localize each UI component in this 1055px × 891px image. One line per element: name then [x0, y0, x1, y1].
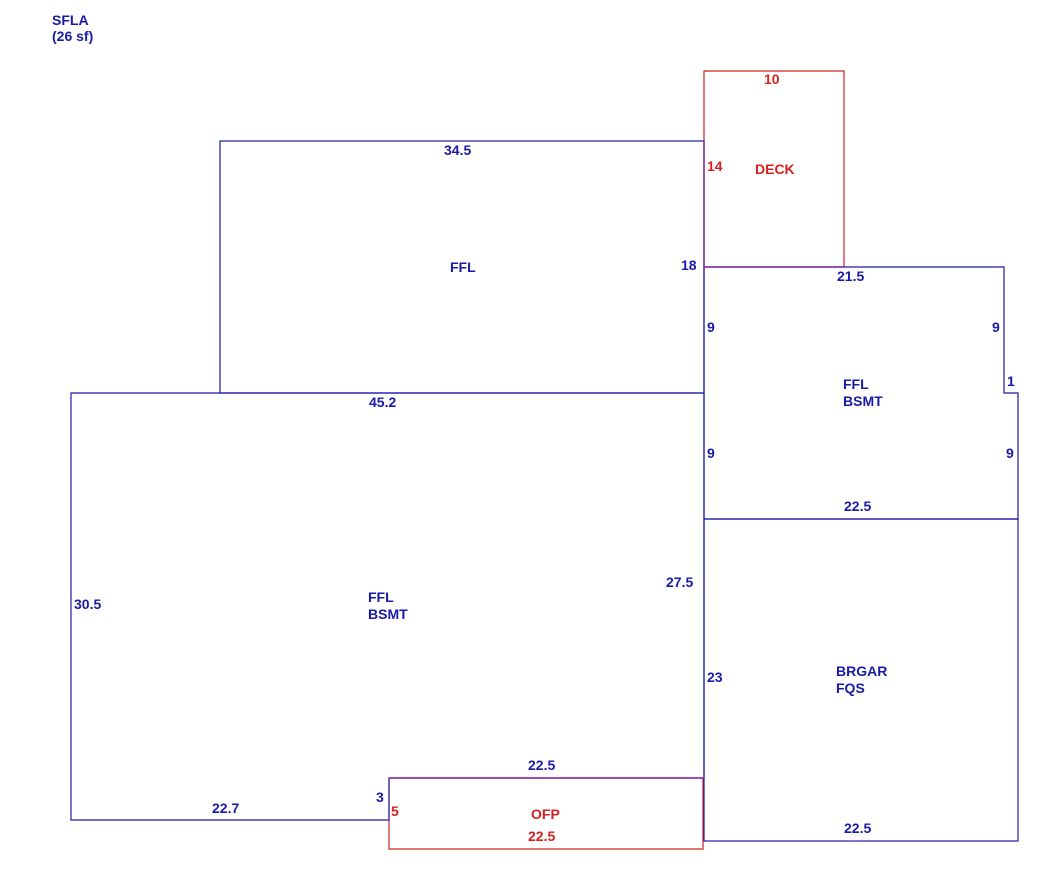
dim-right-right-lower: 9 [1006, 445, 1014, 461]
area-label-deck: DECK [755, 161, 795, 177]
sfla-title: SFLA [52, 12, 89, 28]
dim-right-notch: 1 [1007, 373, 1015, 389]
dim-main-right: 27.5 [666, 574, 694, 590]
dim-main-bottom-left: 22.7 [212, 800, 240, 816]
sfla-header: SFLA (26 sf) [52, 12, 93, 44]
area-label-brgar: BRGAR FQS [836, 663, 888, 696]
dim-main-left: 30.5 [74, 596, 102, 612]
dim-deck-left: 14 [707, 158, 723, 174]
brgar-outline [703, 518, 1019, 842]
dim-main-top: 45.2 [369, 394, 397, 410]
dim-ofp-bottom: 22.5 [528, 828, 556, 844]
area-label-ffl-upper: FFL [450, 259, 476, 275]
area-label-ofp: OFP [531, 806, 560, 822]
dim-garage-left: 23 [707, 669, 723, 685]
dim-right-left-lower: 9 [707, 445, 715, 461]
sfla-area: (26 sf) [52, 28, 94, 44]
dim-right-left-upper: 9 [707, 319, 715, 335]
area-label-ffl-bsmt-right: FFL BSMT [843, 376, 883, 409]
dim-main-step: 3 [376, 789, 384, 805]
dim-deck-top: 10 [764, 71, 780, 87]
dim-main-bottom-inner: 22.5 [528, 757, 556, 773]
dim-ofp-left: 5 [391, 803, 399, 819]
dim-upper-right: 18 [681, 257, 697, 273]
area-label-ffl-bsmt-main: FFL BSMT [368, 589, 408, 622]
dim-right-right-upper: 9 [992, 319, 1000, 335]
dim-upper-top: 34.5 [444, 142, 472, 158]
dim-right-top: 21.5 [837, 268, 865, 284]
dim-right-bottom: 22.5 [844, 498, 872, 514]
dim-garage-bottom: 22.5 [844, 820, 872, 836]
